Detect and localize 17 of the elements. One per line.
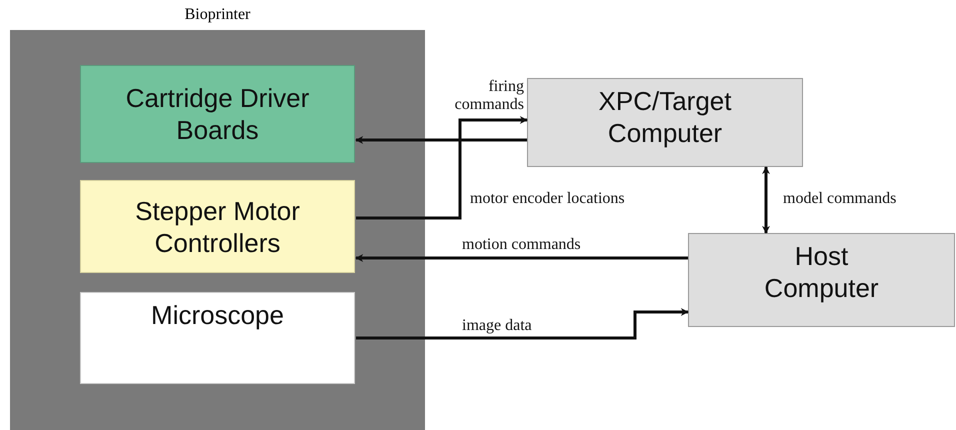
panel-heading: Bioprinter [184,6,250,24]
node-label: Host Computer [763,240,880,304]
arrow [355,254,688,262]
module-box [80,65,355,163]
node-label: XPC/Target Computer [598,85,732,149]
node-label: Stepper Motor Controllers [134,194,301,258]
arrow [356,116,528,220]
arrow [356,308,689,340]
computer-box [688,233,955,327]
arrow [762,166,770,234]
edge-label: image data [462,317,532,335]
node-label: Microscope [151,299,284,331]
arrow [355,136,527,144]
module-box [80,180,355,273]
node-label: Cartridge Driver Boards [124,82,310,146]
module-box [80,292,355,384]
computer-box [527,78,803,167]
